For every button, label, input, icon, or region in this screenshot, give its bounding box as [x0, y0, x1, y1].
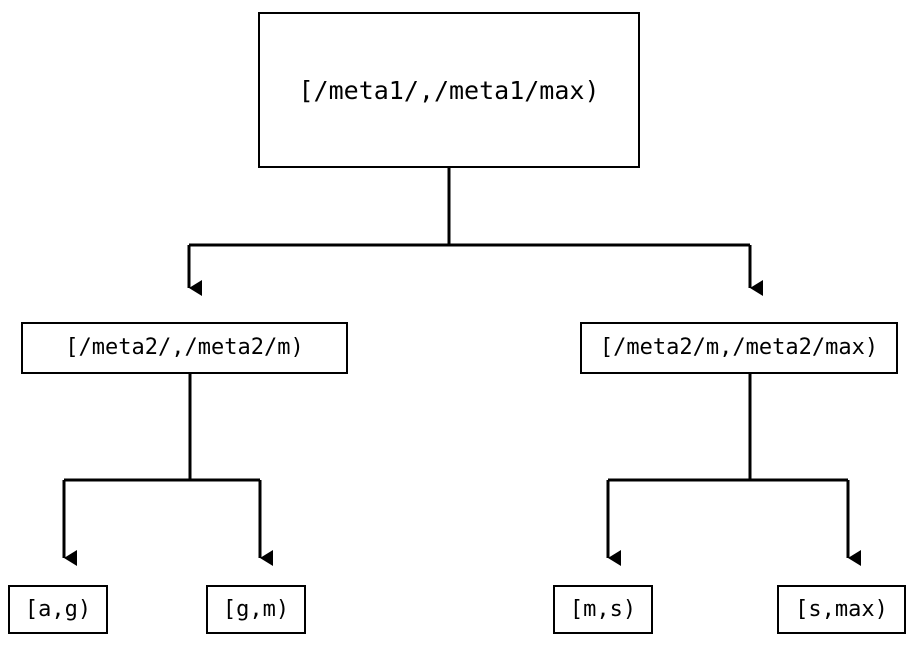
edge-mid-right-to-leaf-smax: [750, 478, 861, 566]
edge-mid-left-to-leaf-gm: [190, 478, 273, 566]
tree-node-mid-left-label: [/meta2/,/meta2/m): [65, 335, 304, 360]
edge-root-to-mid-left: [187, 168, 451, 296]
tree-node-mid-right[interactable]: [/meta2/m,/meta2/max): [580, 322, 898, 374]
tree-node-leaf-ag-label: [a,g): [24, 596, 92, 622]
edge-root-to-mid-right: [449, 243, 763, 296]
tree-node-root[interactable]: [/meta1/,/meta1/max): [258, 12, 640, 168]
tree-node-root-label: [/meta1/,/meta1/max): [298, 75, 600, 105]
edge-mid-left-to-leaf-ag: [62, 374, 192, 566]
tree-node-mid-left[interactable]: [/meta2/,/meta2/m): [21, 322, 348, 374]
tree-node-leaf-smax-label: [s,max): [795, 596, 888, 622]
tree-node-leaf-ms-label: [m,s): [569, 596, 637, 622]
tree-node-leaf-gm[interactable]: [g,m): [206, 585, 306, 634]
tree-node-leaf-gm-label: [g,m): [222, 596, 290, 622]
tree-node-mid-right-label: [/meta2/m,/meta2/max): [599, 335, 879, 360]
edge-mid-right-to-leaf-ms: [606, 374, 752, 566]
tree-node-leaf-ms[interactable]: [m,s): [553, 585, 653, 634]
tree-node-leaf-smax[interactable]: [s,max): [777, 585, 906, 634]
tree-node-leaf-ag[interactable]: [a,g): [8, 585, 108, 634]
